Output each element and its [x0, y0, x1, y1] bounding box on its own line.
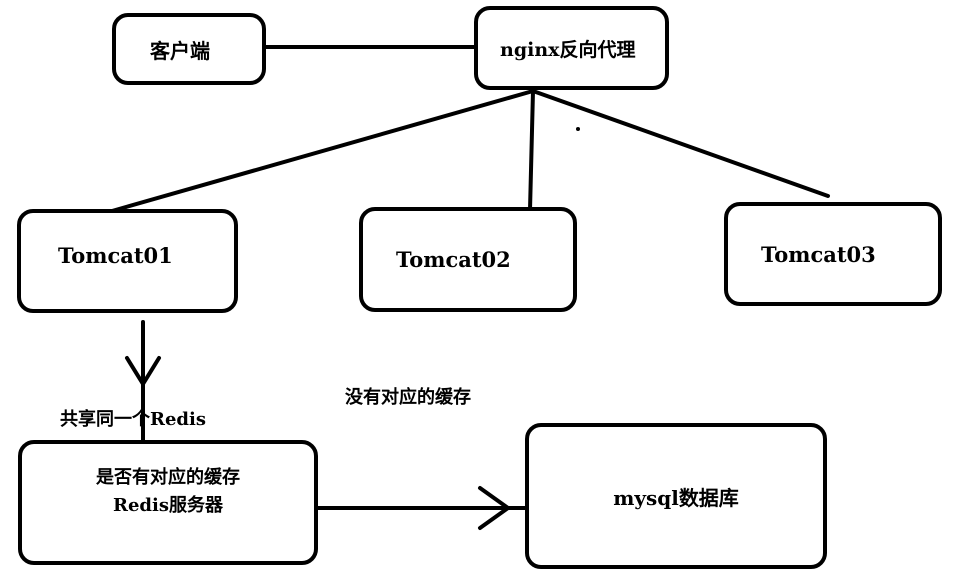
tomcat01-redis-arrowhead: [125, 356, 161, 386]
mysql-box: mysql数据库: [525, 423, 827, 569]
redis-box: 是否有对应的缓存 Redis服务器: [18, 440, 318, 565]
tomcat02-label: Tomcat02: [396, 247, 511, 272]
tomcat01-box: Tomcat01: [17, 209, 238, 313]
tomcat02-box: Tomcat02: [359, 207, 577, 312]
nginx-tomcat01-line: [110, 89, 535, 213]
redis-question-label: 是否有对应的缓存: [96, 466, 240, 488]
shared-redis-label: 共享同一个Redis: [60, 409, 206, 430]
tomcat03-label: Tomcat03: [761, 241, 876, 267]
no-cache-label: 没有对应的缓存: [345, 387, 471, 408]
redis-mysql-arrowhead: [478, 486, 510, 530]
nginx-box: nginx反向代理: [474, 6, 669, 90]
tomcat03-box: Tomcat03: [724, 202, 942, 306]
mysql-label: mysql数据库: [613, 485, 739, 510]
client-label: 客户端: [150, 38, 210, 63]
client-box: 客户端: [112, 13, 266, 85]
tomcat01-label: Tomcat01: [58, 242, 173, 268]
nginx-tomcat02-line: [528, 89, 535, 212]
nginx-tomcat03-line: [531, 89, 830, 198]
stray-dot: [576, 127, 580, 131]
redis-server-label: Redis服务器: [113, 494, 223, 516]
nginx-label: nginx反向代理: [500, 38, 636, 61]
